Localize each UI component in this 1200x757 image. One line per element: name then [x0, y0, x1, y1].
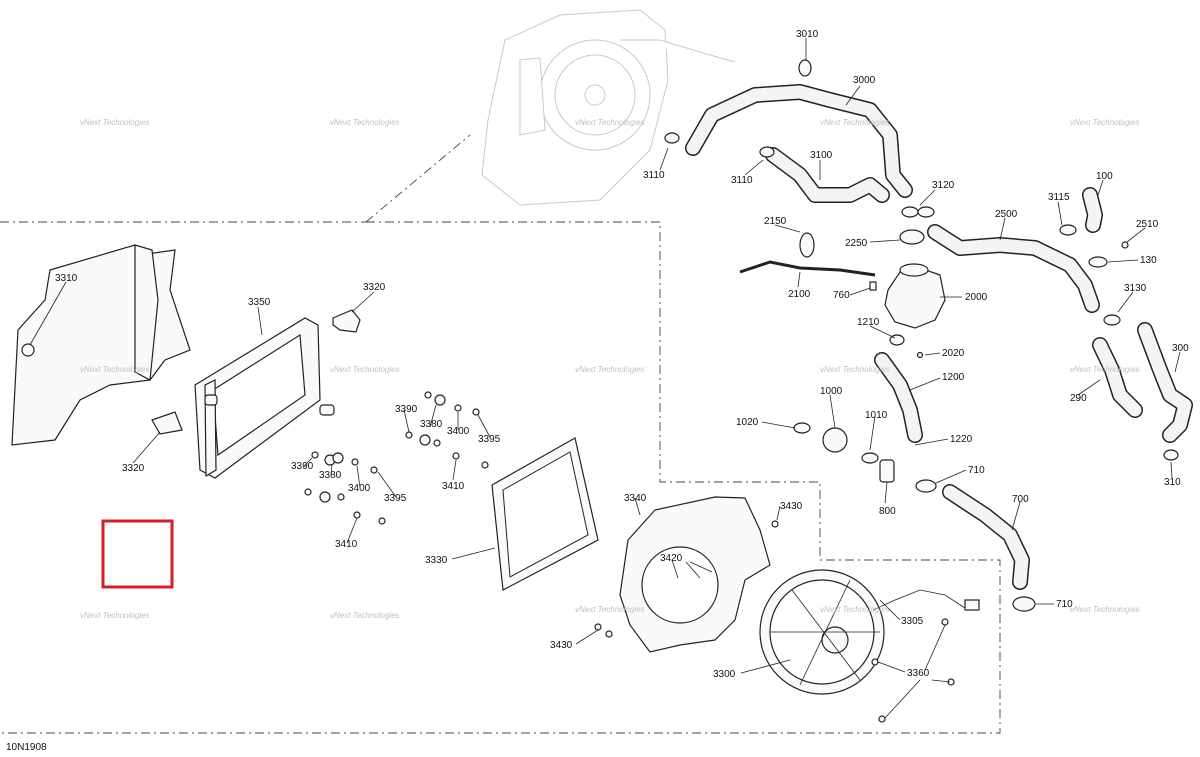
- callout-label: 1010: [865, 410, 888, 421]
- callout-label: 3390: [395, 404, 418, 415]
- callout-label: 3320: [363, 282, 386, 293]
- watermark-text: vNext Technologies: [330, 118, 400, 127]
- callout-label: 2250: [845, 238, 868, 249]
- callout-label: 310: [1164, 477, 1181, 488]
- callout-label: 3130: [1124, 283, 1147, 294]
- coolant-reservoir: [664, 59, 1179, 612]
- callout-label: 1200: [942, 372, 965, 383]
- callout-labels: 3010 3000 3100 3110 3110 3120 2150 2250 …: [55, 29, 1189, 680]
- callout-label: 1220: [950, 434, 973, 445]
- watermark-text: vNext Technologies: [575, 605, 645, 614]
- watermark-text: vNext Technologies: [1070, 605, 1140, 614]
- callout-label: 3410: [335, 539, 358, 550]
- callout-label: 3390: [291, 461, 314, 472]
- watermark-text: vNext Technologies: [80, 365, 150, 374]
- watermark-text: vNext Technologies: [820, 118, 890, 127]
- callout-label: 2000: [965, 292, 988, 303]
- callout-label: 2510: [1136, 219, 1159, 230]
- fan-plate: [619, 496, 771, 653]
- callout-label: 100: [1096, 171, 1113, 182]
- callout-label: 3395: [384, 493, 407, 504]
- ghost-assembly: [481, 9, 736, 206]
- callout-label: 1000: [820, 386, 843, 397]
- callout-label: 3340: [624, 493, 647, 504]
- callout-label: 290: [1070, 393, 1087, 404]
- callout-label: 3310: [55, 273, 78, 284]
- callout-label: 3320: [122, 463, 145, 474]
- callout-label: 3110: [643, 170, 665, 181]
- callout-label: 1210: [857, 317, 880, 328]
- watermark-text: vNext Technologies: [330, 365, 400, 374]
- callout-label: 710: [968, 465, 985, 476]
- callout-label: 3100: [810, 150, 833, 161]
- callout-label: 2100: [788, 289, 811, 300]
- callout-label: 3420: [660, 553, 683, 564]
- callout-label: 3000: [853, 75, 876, 86]
- callout-label: 1020: [736, 417, 759, 428]
- callout-label: 3400: [447, 426, 470, 437]
- callout-label: 3360: [907, 668, 930, 679]
- callout-label: 3010: [796, 29, 819, 40]
- callout-label: 3350: [248, 297, 271, 308]
- callout-label: 3380: [420, 419, 443, 430]
- callout-label: 800: [879, 506, 896, 517]
- callout-label: 3120: [932, 180, 955, 191]
- callout-label: 300: [1172, 343, 1189, 354]
- assembly-boundary: [0, 134, 1001, 734]
- watermark-text: vNext Technologies: [1070, 365, 1140, 374]
- callout-label: 3330: [425, 555, 448, 566]
- callout-label: 3110: [731, 175, 753, 186]
- watermark-text: vNext Technologies: [330, 611, 400, 620]
- watermark-text: vNext Technologies: [575, 118, 645, 127]
- watermark-text: vNext Technologies: [80, 118, 150, 127]
- callout-label: 710: [1056, 599, 1073, 610]
- watermark-text: vNext Technologies: [575, 365, 645, 374]
- callout-label: 700: [1012, 494, 1029, 505]
- cooling-fan: [759, 569, 980, 695]
- seal-frame: [491, 437, 599, 591]
- watermark-text: vNext Technologies: [820, 605, 890, 614]
- shroud-bracket: [11, 244, 191, 446]
- leader-lines: [29, 38, 1181, 719]
- callout-label: 3395: [478, 434, 501, 445]
- callout-label: 3380: [319, 470, 342, 481]
- callout-label: 3410: [442, 481, 465, 492]
- watermark-text: vNext Technologies: [80, 611, 150, 620]
- watermark-text: vNext Technologies: [820, 365, 890, 374]
- callout-label: 3300: [713, 669, 736, 680]
- callout-label: 760: [833, 290, 850, 301]
- highlight-box[interactable]: [101, 519, 174, 589]
- figure-code: 10N1908: [6, 742, 47, 753]
- callout-label: 3400: [348, 483, 371, 494]
- callout-label: 2500: [995, 209, 1018, 220]
- callout-label: 130: [1140, 255, 1157, 266]
- callout-label: 2020: [942, 348, 965, 359]
- watermark-text: vNext Technologies: [1070, 118, 1140, 127]
- callout-label: 3430: [780, 501, 803, 512]
- callout-label: 3115: [1048, 192, 1070, 203]
- coolant-hoses: [685, 84, 1193, 590]
- callout-label: 2150: [764, 216, 787, 227]
- fasteners: [304, 391, 779, 638]
- mount-brackets: [151, 309, 361, 435]
- callout-label: 3430: [550, 640, 573, 651]
- radiator: [194, 317, 335, 479]
- callout-label: 3305: [901, 616, 924, 627]
- watermarks: vNext Technologies vNext Technologies vN…: [80, 118, 1140, 620]
